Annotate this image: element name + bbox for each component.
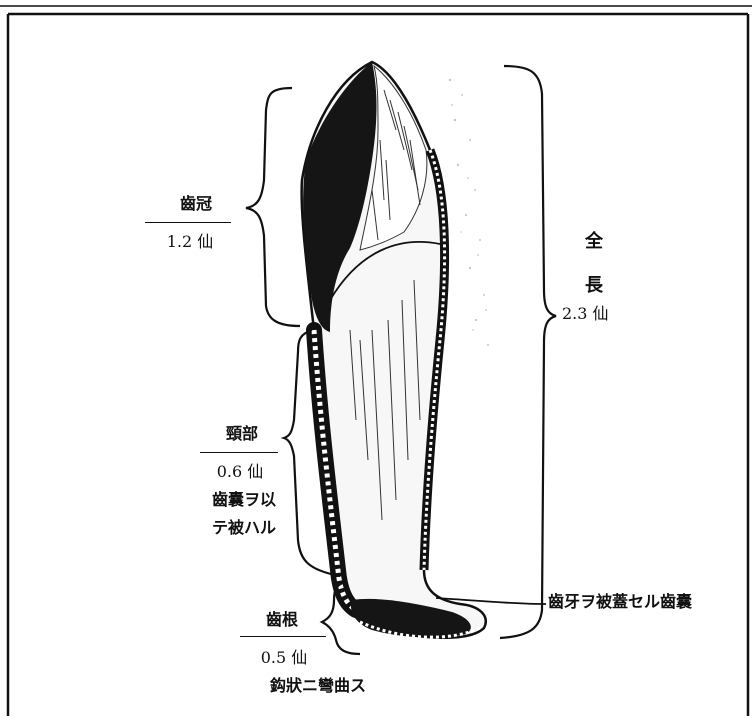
root-name: 齒根 [254,610,310,630]
total-name-line1: 全 [576,232,612,252]
total-length-brace [500,66,556,638]
neck-note-line2: テ被ハル [212,518,276,538]
root-note: 鈎狀ニ彎曲ス [270,676,366,696]
neck-note-line1: 齒囊ヲ以 [212,490,276,510]
crown-brace [246,88,300,326]
total-size: 2.3 仙 [562,304,609,324]
crown-size: 1.2 仙 [150,232,230,252]
neck-divider [200,452,278,453]
neck-size: 0.6 仙 [202,462,278,482]
crown-divider [145,222,231,223]
root-divider [240,636,326,637]
total-name-line2: 長 [576,276,612,296]
sac-pointer-label: 齒牙ヲ被蓋セル齒囊 [548,592,692,612]
neck-name: 頸部 [214,424,270,444]
root-size: 0.5 仙 [246,648,322,668]
crown-name: 齒冠 [168,194,224,214]
stipple-shading [449,79,489,346]
